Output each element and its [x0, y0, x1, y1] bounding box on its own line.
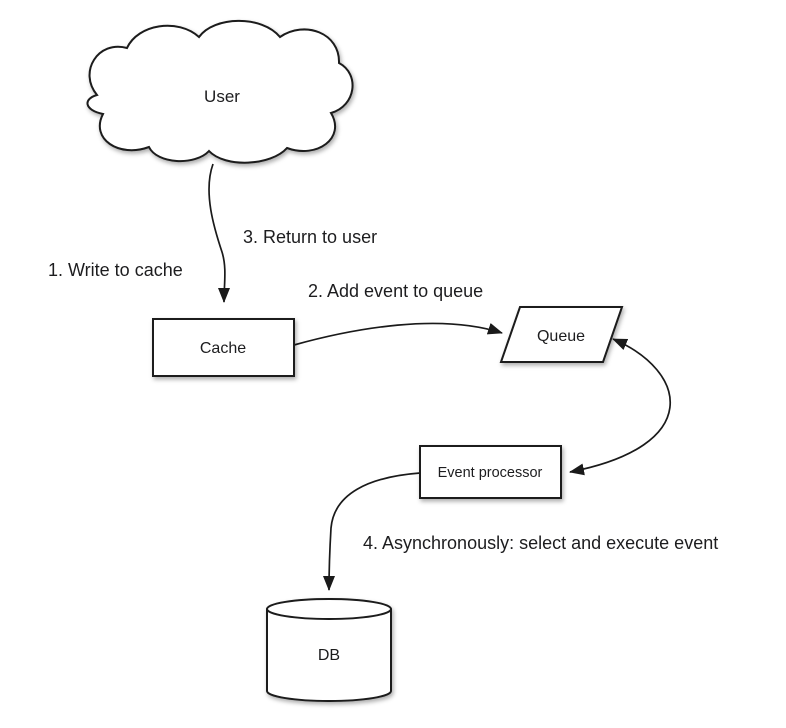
db-cylinder-body: [266, 609, 392, 702]
edge-queue-eventprocessor-bidirectional: [569, 338, 671, 476]
step1-label: 1. Write to cache: [48, 260, 183, 280]
cache-rect: [152, 318, 295, 377]
cloud-shape: [86, 19, 354, 164]
event-processor-label: Event processor: [438, 465, 543, 481]
edge-user-to-cache: [208, 163, 231, 303]
cache-node: Cache: [152, 318, 295, 377]
queue-node: Queue: [499, 306, 624, 363]
event-processor-node: Event processor: [419, 445, 562, 499]
queue-label: Queue: [537, 328, 585, 345]
step2-label: 2. Add event to queue: [308, 281, 483, 301]
cache-label: Cache: [200, 340, 246, 357]
event-processor-rect: [419, 445, 562, 499]
step4-label: 4. Asynchronously: select and execute ev…: [363, 533, 718, 553]
queue-parallelogram: [499, 306, 624, 363]
edge-eventprocessor-to-db: [323, 472, 421, 591]
db-label: DB: [318, 647, 340, 664]
user-label: User: [204, 87, 240, 106]
edge-cache-to-queue: [293, 322, 503, 346]
db-cylinder-top: [266, 598, 392, 620]
step3-label: 3. Return to user: [243, 227, 377, 247]
db-node: DB: [266, 598, 392, 702]
user-cloud-node: User: [86, 19, 354, 164]
